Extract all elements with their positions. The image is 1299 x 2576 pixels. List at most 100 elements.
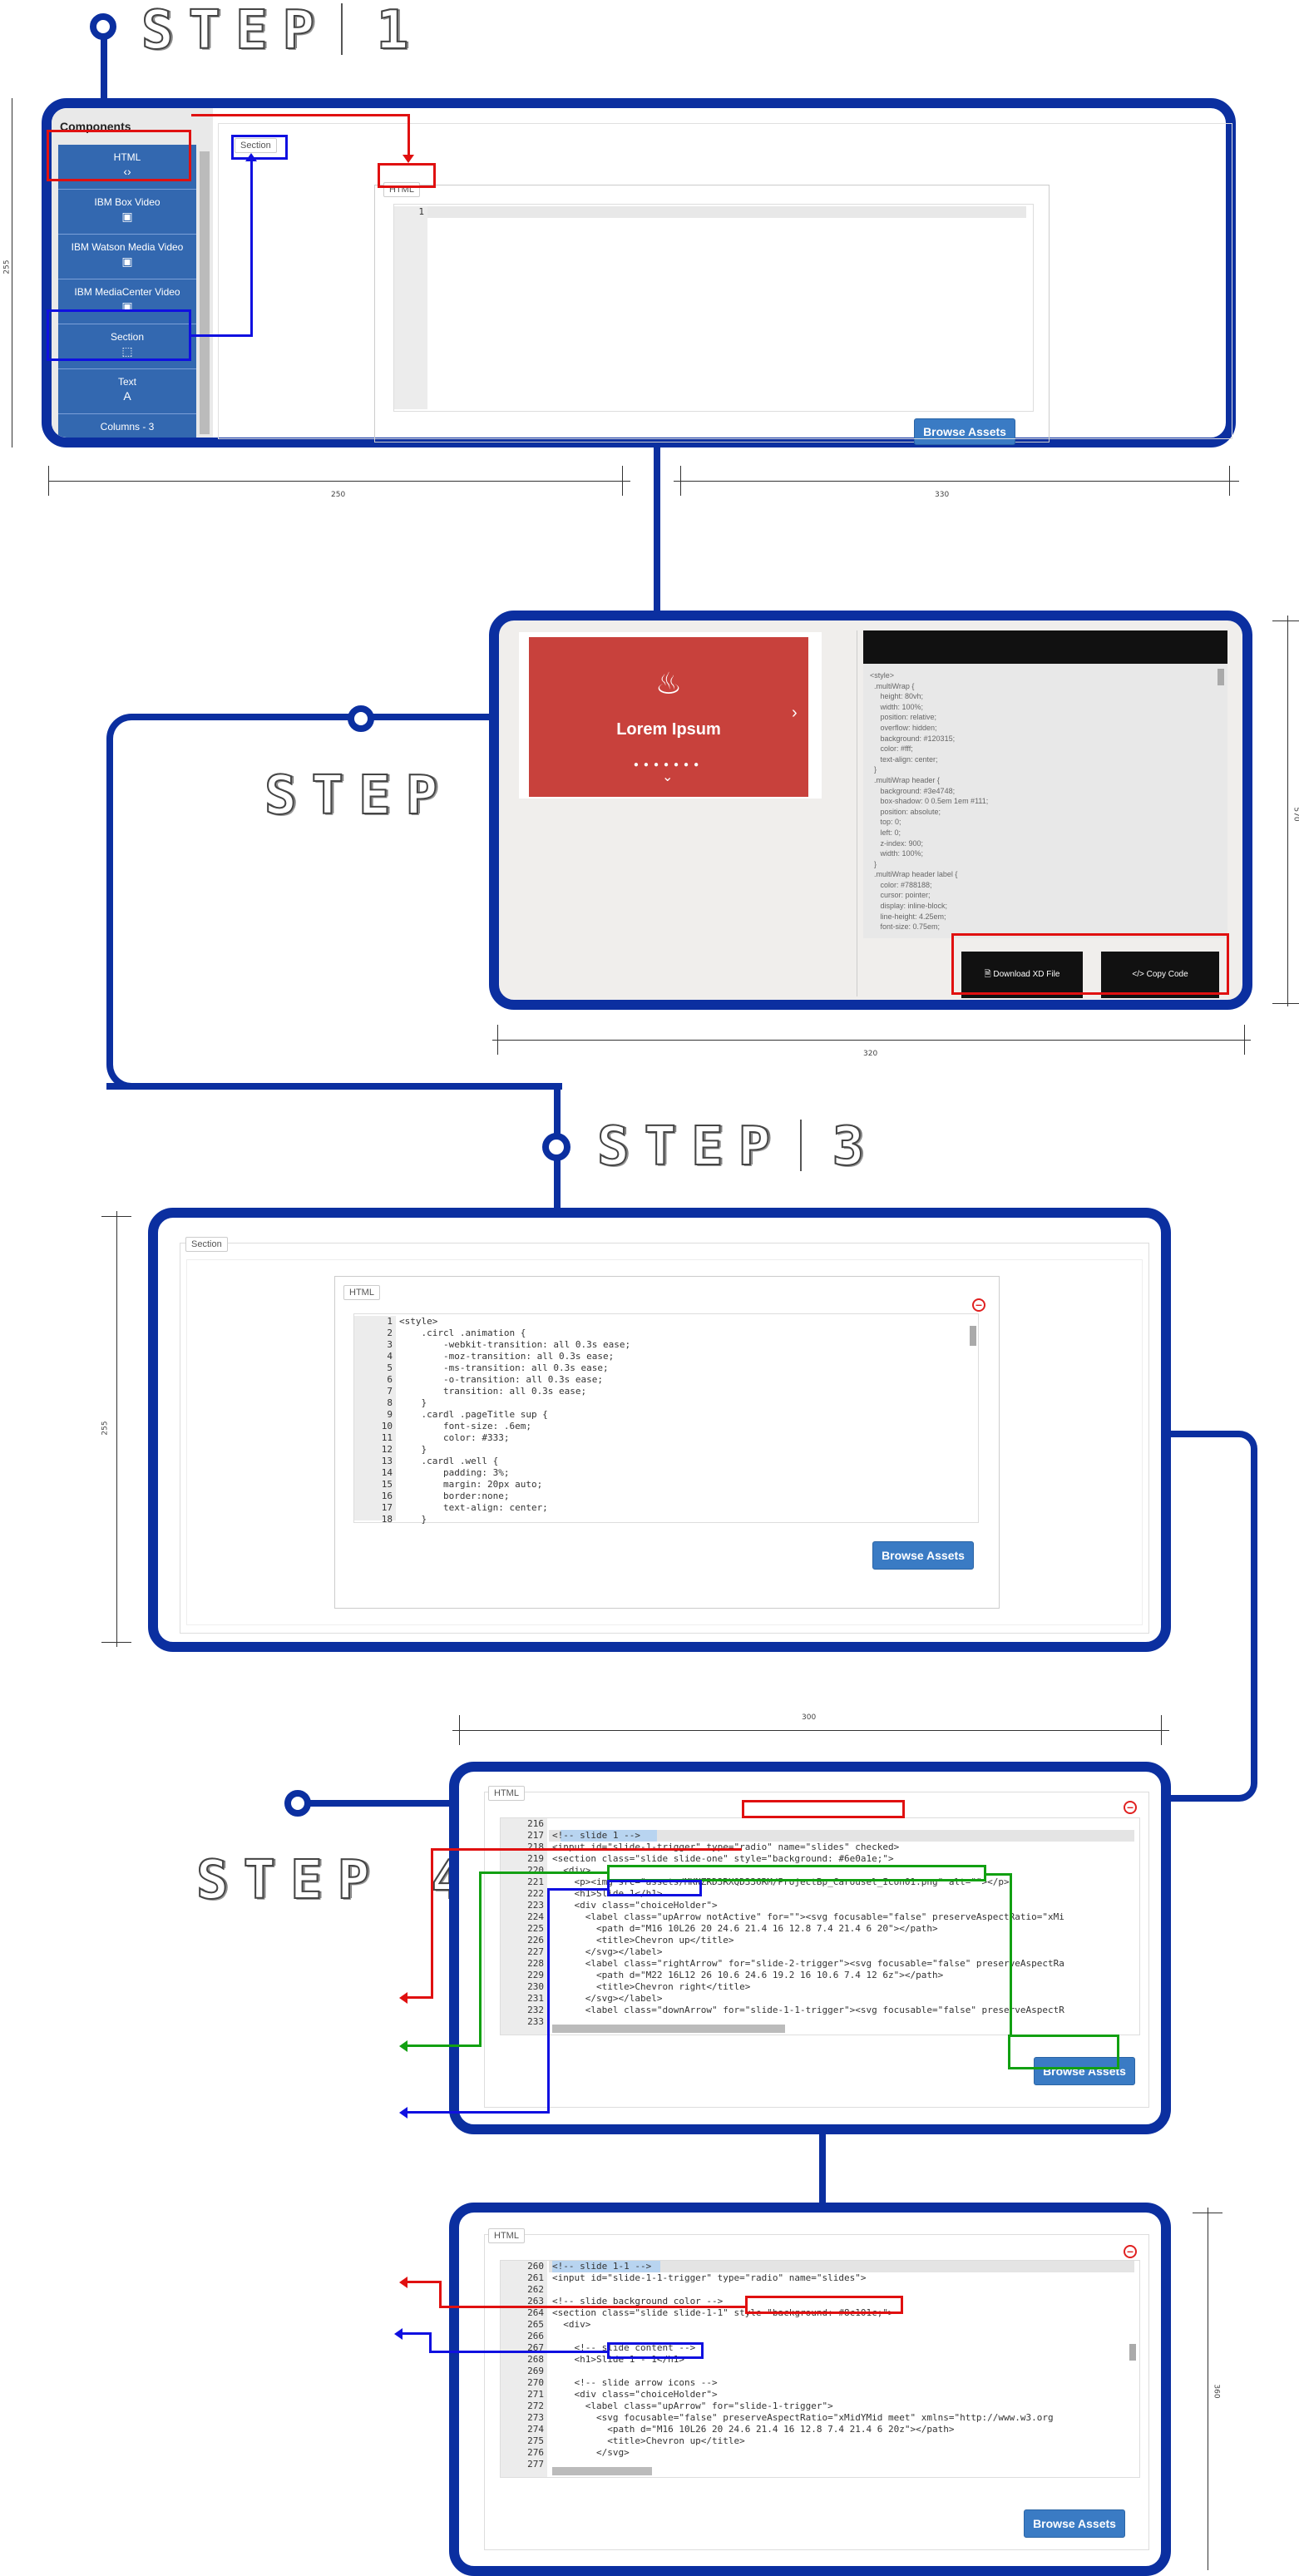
code-line: </svg></label> <box>552 1993 663 2004</box>
section-panel: Section <box>180 1237 1149 1634</box>
image-src-highlight <box>607 1865 986 1881</box>
code-line: } <box>870 859 877 868</box>
dim-tick <box>1161 1715 1162 1745</box>
component-label: IBM Box Video <box>94 196 161 208</box>
section-tag[interactable]: Section <box>185 1237 228 1252</box>
browse-assets-button[interactable]: Browse Assets <box>1024 2509 1125 2538</box>
line-number: 262 <box>527 2284 544 2295</box>
dim-line <box>1287 616 1288 1006</box>
code-scrollbar[interactable] <box>1218 669 1224 685</box>
dim-tick <box>101 1642 131 1643</box>
dim-line <box>48 481 630 482</box>
code-line: <!-- slide background color --> <box>552 2296 724 2307</box>
arrow-green-line <box>1010 1873 1012 2035</box>
code-line: text-align: center; <box>870 754 938 764</box>
connector-node <box>90 13 116 40</box>
code-line: background: #3e4748; <box>870 786 956 795</box>
components-scrollbar[interactable] <box>200 151 210 434</box>
slide-dots[interactable]: ●●●●●●● <box>633 760 704 769</box>
component-html[interactable]: HTML‹› <box>58 145 196 190</box>
chevron-right-icon[interactable]: › <box>792 704 798 722</box>
background-style-highlight <box>742 1800 905 1818</box>
horizontal-scrollbar[interactable] <box>552 2467 652 2475</box>
section-tag[interactable]: Section <box>235 138 277 153</box>
dim-tick <box>622 466 623 496</box>
dim-line <box>116 1211 117 1647</box>
download-xd-button[interactable]: 🗎 Download XD File <box>961 952 1083 998</box>
cursor-bar <box>341 3 343 55</box>
browse-assets-button[interactable]: Browse Assets <box>872 1541 974 1570</box>
active-line <box>549 2261 1134 2272</box>
html-tag[interactable]: HTML <box>343 1285 380 1300</box>
remove-icon[interactable]: – <box>972 1298 985 1312</box>
component-ibm-watson-media-video[interactable]: IBM Watson Media Video▣ <box>58 235 196 279</box>
line-number: 273 <box>527 2412 544 2423</box>
line-number: 7 <box>387 1386 393 1397</box>
dim-tick <box>101 1216 131 1217</box>
code-line: <!-- slide 1 --> <box>552 1830 640 1841</box>
arrow-green-line <box>481 1871 607 1874</box>
remove-icon[interactable]: – <box>1124 1801 1137 1814</box>
line-number: 220 <box>527 1865 544 1876</box>
component-ibm-mediacenter-video[interactable]: IBM MediaCenter Video▣ <box>58 279 196 324</box>
connector-node <box>284 1790 311 1817</box>
arrow-red-head <box>399 1992 407 2004</box>
code-line: line-height: 4.25em; <box>870 912 946 921</box>
code-scrollbar[interactable] <box>970 1326 976 1346</box>
dim-tick <box>1244 1025 1245 1055</box>
code-scrollbar[interactable] <box>1129 2344 1136 2361</box>
line-number: 277 <box>527 2459 544 2470</box>
component-columns-3[interactable]: Columns - 3▥ <box>58 414 196 438</box>
arrow-blue-v <box>250 156 253 336</box>
code-line: color: #788188; <box>870 880 932 889</box>
code-editor[interactable]: 1 <box>393 204 1034 412</box>
line-number: 231 <box>527 1993 544 2004</box>
browse-assets-button[interactable]: Browse Assets <box>914 418 1015 445</box>
code-line: <style> <box>399 1316 438 1327</box>
html-tag-highlight <box>378 163 436 188</box>
arrow-red-line <box>431 1848 433 1998</box>
line-number: 265 <box>527 2319 544 2330</box>
line-number: 4 <box>387 1351 393 1362</box>
columns-icon: ▥ <box>58 434 196 438</box>
chevron-down-icon[interactable]: ⌄ <box>662 770 674 784</box>
code-line: } <box>399 1514 427 1525</box>
dim-step4-height: 360 <box>1212 2384 1221 2399</box>
code-line: .circl .animation { <box>399 1328 526 1338</box>
code-icon: ‹› <box>123 165 131 178</box>
line-number: 224 <box>527 1911 544 1922</box>
dim-tick <box>680 466 681 496</box>
text-icon: A <box>123 389 131 403</box>
code-viewer[interactable]: <style> .multiWrap { height: 80vh; width… <box>863 664 1227 938</box>
html-tag[interactable]: HTML <box>488 2228 525 2243</box>
line-number: 274 <box>527 2424 544 2435</box>
panel-outline <box>218 123 1232 439</box>
code-viewer-header <box>863 630 1227 664</box>
connector-step4-to-step5 <box>819 2125 826 2208</box>
dim-step2-height: 570 <box>1292 807 1299 822</box>
arrow-blue-line <box>403 2332 432 2335</box>
copy-code-button[interactable]: </> Copy Code <box>1101 952 1219 998</box>
arrow-blue-line <box>547 1888 550 2113</box>
code-line <box>552 2284 1054 2296</box>
line-number: 263 <box>527 2296 544 2307</box>
line-number: 226 <box>527 1935 544 1946</box>
component-section[interactable]: Section⬚ <box>58 324 196 369</box>
html-item-highlight <box>47 130 191 181</box>
line-number: 11 <box>381 1432 393 1443</box>
horizontal-scrollbar[interactable] <box>552 2025 785 2033</box>
code-line: .cardl .well { <box>399 1456 499 1466</box>
carousel-slide[interactable]: ♨ Lorem Ipsum › ●●●●●●● <box>529 637 808 797</box>
video-icon: ▣ <box>121 255 133 268</box>
code-line: </svg></label> <box>552 1946 663 1957</box>
code-line: <input id="slide-1-1-trigger" type="radi… <box>552 2272 867 2283</box>
html-tag[interactable]: HTML <box>488 1786 525 1801</box>
file-icon: 🗎 <box>984 970 991 979</box>
remove-icon[interactable]: – <box>1124 2245 1137 2258</box>
component-ibm-box-video[interactable]: IBM Box Video▣ <box>58 190 196 235</box>
